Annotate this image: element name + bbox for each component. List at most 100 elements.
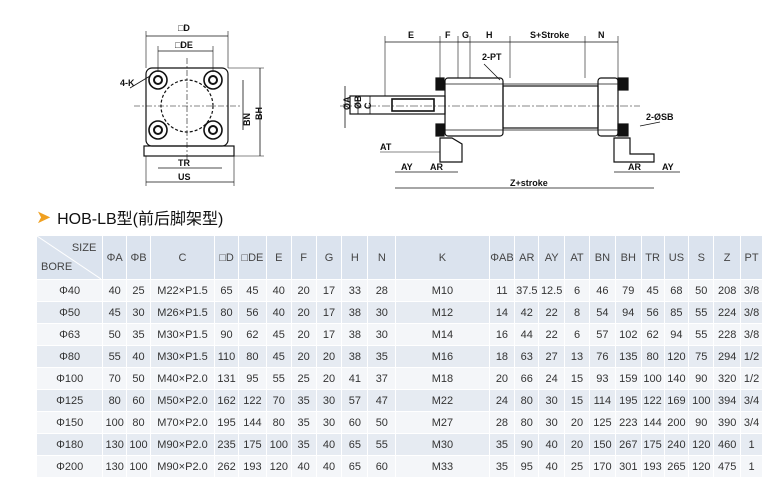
technical-drawing: □D □DE 4-K BN BH TR US [0, 0, 769, 200]
label-TR: TR [178, 158, 190, 168]
table-cell: 50 [688, 279, 715, 302]
table-cell: 130 [102, 455, 128, 478]
bore-cell: Φ80 [35, 345, 104, 368]
table-cell: M30×P1.5 [149, 323, 216, 346]
column-header: ΦA [102, 235, 128, 280]
side-barrel [502, 85, 599, 129]
column-header: Z [713, 235, 742, 280]
table-cell: 33 [341, 279, 369, 302]
table-cell: 320 [713, 367, 742, 390]
front-view [129, 31, 264, 186]
table-cell: 40 [315, 455, 343, 478]
table-cell: 62 [640, 323, 665, 346]
table-cell: 17 [315, 301, 343, 324]
table-cell: 68 [663, 279, 690, 302]
label-H: H [486, 30, 493, 40]
table-cell: 54 [588, 301, 616, 324]
table-cell: 17 [315, 323, 343, 346]
table-cell: 159 [614, 367, 642, 390]
table-cell: 45 [265, 323, 292, 346]
column-header: BH [614, 235, 642, 280]
table-cell: 240 [663, 433, 690, 456]
table-cell: 55 [688, 323, 715, 346]
table-cell: 20 [564, 411, 590, 434]
table-cell: 3/4 [740, 411, 763, 434]
table-cell: 170 [588, 455, 616, 478]
table-cell: 6 [564, 279, 590, 302]
front-nut-br [203, 120, 223, 140]
table-cell: 94 [663, 323, 690, 346]
label-S-stroke: S+Stroke [530, 30, 569, 40]
table-cell: 50 [367, 411, 397, 434]
label-2SB: 2-ØSB [646, 112, 674, 122]
table-cell: 35 [126, 323, 151, 346]
table-cell: 294 [713, 345, 742, 368]
table-cell: 46 [588, 279, 616, 302]
table-cell: 38 [341, 345, 369, 368]
column-header: F [290, 235, 317, 280]
table-cell: 100 [126, 433, 151, 456]
table-cell: 80 [126, 411, 151, 434]
side-rear-head [597, 77, 619, 137]
table-cell: 45 [102, 301, 128, 324]
front-nut-tr [203, 70, 223, 90]
table-cell: 30 [538, 389, 566, 412]
table-cell: 63 [514, 345, 540, 368]
table-cell: 70 [265, 389, 292, 412]
table-cell: M22×P1.5 [149, 279, 216, 302]
table-cell: 20 [290, 345, 317, 368]
table-cell: 66 [514, 367, 540, 390]
table-cell: 55 [102, 345, 128, 368]
table-cell: 140 [663, 367, 690, 390]
table-cell: 56 [237, 301, 267, 324]
label-DE: □DE [175, 40, 193, 50]
label-F: F [445, 30, 451, 40]
table-cell: 70 [102, 367, 128, 390]
table-cell: 35 [290, 389, 317, 412]
table-cell: 208 [713, 279, 742, 302]
table-cell: 40 [126, 345, 151, 368]
table-cell: 301 [614, 455, 642, 478]
right-triangle-icon: ➤ [36, 207, 52, 227]
table-cell: 37.5 [514, 279, 540, 302]
label-AY-left: AY [401, 162, 413, 172]
table-cell: 475 [713, 455, 742, 478]
table-cell: 122 [640, 389, 665, 412]
column-header: H [341, 235, 369, 280]
table-cell: 223 [614, 411, 642, 434]
column-header: ΦB [126, 235, 151, 280]
table-cell: 20 [488, 367, 516, 390]
label-D: □D [178, 23, 190, 33]
table-cell: 40 [538, 433, 566, 456]
table-cell: M16 [395, 345, 490, 368]
table-cell: 224 [713, 301, 742, 324]
column-header: BN [588, 235, 616, 280]
table-cell: 35 [488, 455, 516, 478]
table-cell: 62 [237, 323, 267, 346]
table-cell: 13 [564, 345, 590, 368]
front-nut-tl [148, 70, 168, 90]
table-cell: 8 [564, 301, 590, 324]
table-cell: 100 [265, 433, 292, 456]
table-cell: 20 [315, 367, 343, 390]
table-cell: 93 [588, 367, 616, 390]
table-cell: 262 [214, 455, 239, 478]
corner-diagonal [37, 236, 101, 279]
column-header: N [367, 235, 397, 280]
table-cell: M12 [395, 301, 490, 324]
table-cell: 6 [564, 323, 590, 346]
column-header: AY [538, 235, 566, 280]
bore-cell: Φ200 [35, 455, 104, 478]
table-cell: 20 [290, 323, 317, 346]
label-Z-stroke: Z+stroke [510, 178, 548, 188]
table-cell: 41 [341, 367, 369, 390]
column-header: S [688, 235, 715, 280]
